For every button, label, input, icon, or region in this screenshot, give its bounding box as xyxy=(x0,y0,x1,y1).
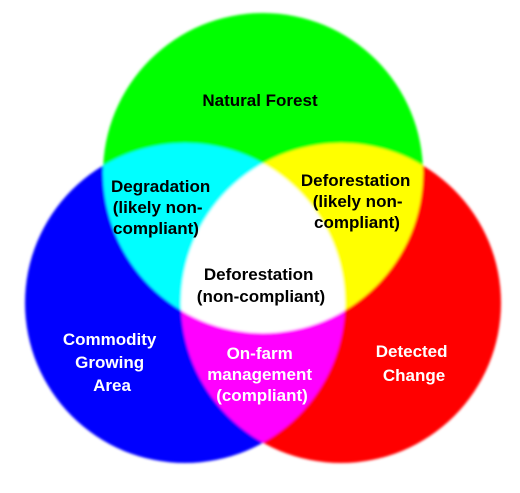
degradation-line-1: Degradation xyxy=(111,177,210,196)
commodity-area-label: Commodity Growing Area xyxy=(63,330,161,395)
deforestation-likely-line-1: Deforestation xyxy=(301,171,411,190)
deforestation-likely-line-2: (likely non- xyxy=(313,192,403,211)
degradation-label: Degradation (likely non- compliant) xyxy=(111,177,215,238)
detected-change-circle xyxy=(181,143,501,463)
natural-forest-line-1: Natural Forest xyxy=(202,91,318,110)
onfarm-label: On-farm management (compliant) xyxy=(207,344,317,405)
deforestation-likely-line-3: compliant) xyxy=(314,213,400,232)
degradation-line-2: (likely non- xyxy=(113,198,203,217)
degradation-line-3: compliant) xyxy=(113,219,199,238)
onfarm-line-1: On-farm xyxy=(227,344,293,363)
deforestation-center-line-1: Deforestation xyxy=(204,265,314,284)
deforestation-center-line-2: (non-compliant) xyxy=(197,287,325,306)
onfarm-line-3: (compliant) xyxy=(216,386,308,405)
deforestation-likely-label: Deforestation (likely non- compliant) xyxy=(301,171,415,232)
detected-change-line-1: Detected xyxy=(376,342,448,361)
commodity-area-line-3: Area xyxy=(93,376,131,395)
natural-forest-label: Natural Forest xyxy=(202,91,318,110)
onfarm-line-2: management xyxy=(207,365,312,384)
deforestation-center-label: Deforestation (non-compliant) xyxy=(197,265,325,306)
detected-change-label: Detected Change xyxy=(376,342,453,385)
detected-change-line-2: Change xyxy=(383,366,445,385)
commodity-area-line-2: Growing xyxy=(75,353,144,372)
commodity-area-line-1: Commodity xyxy=(63,330,157,349)
